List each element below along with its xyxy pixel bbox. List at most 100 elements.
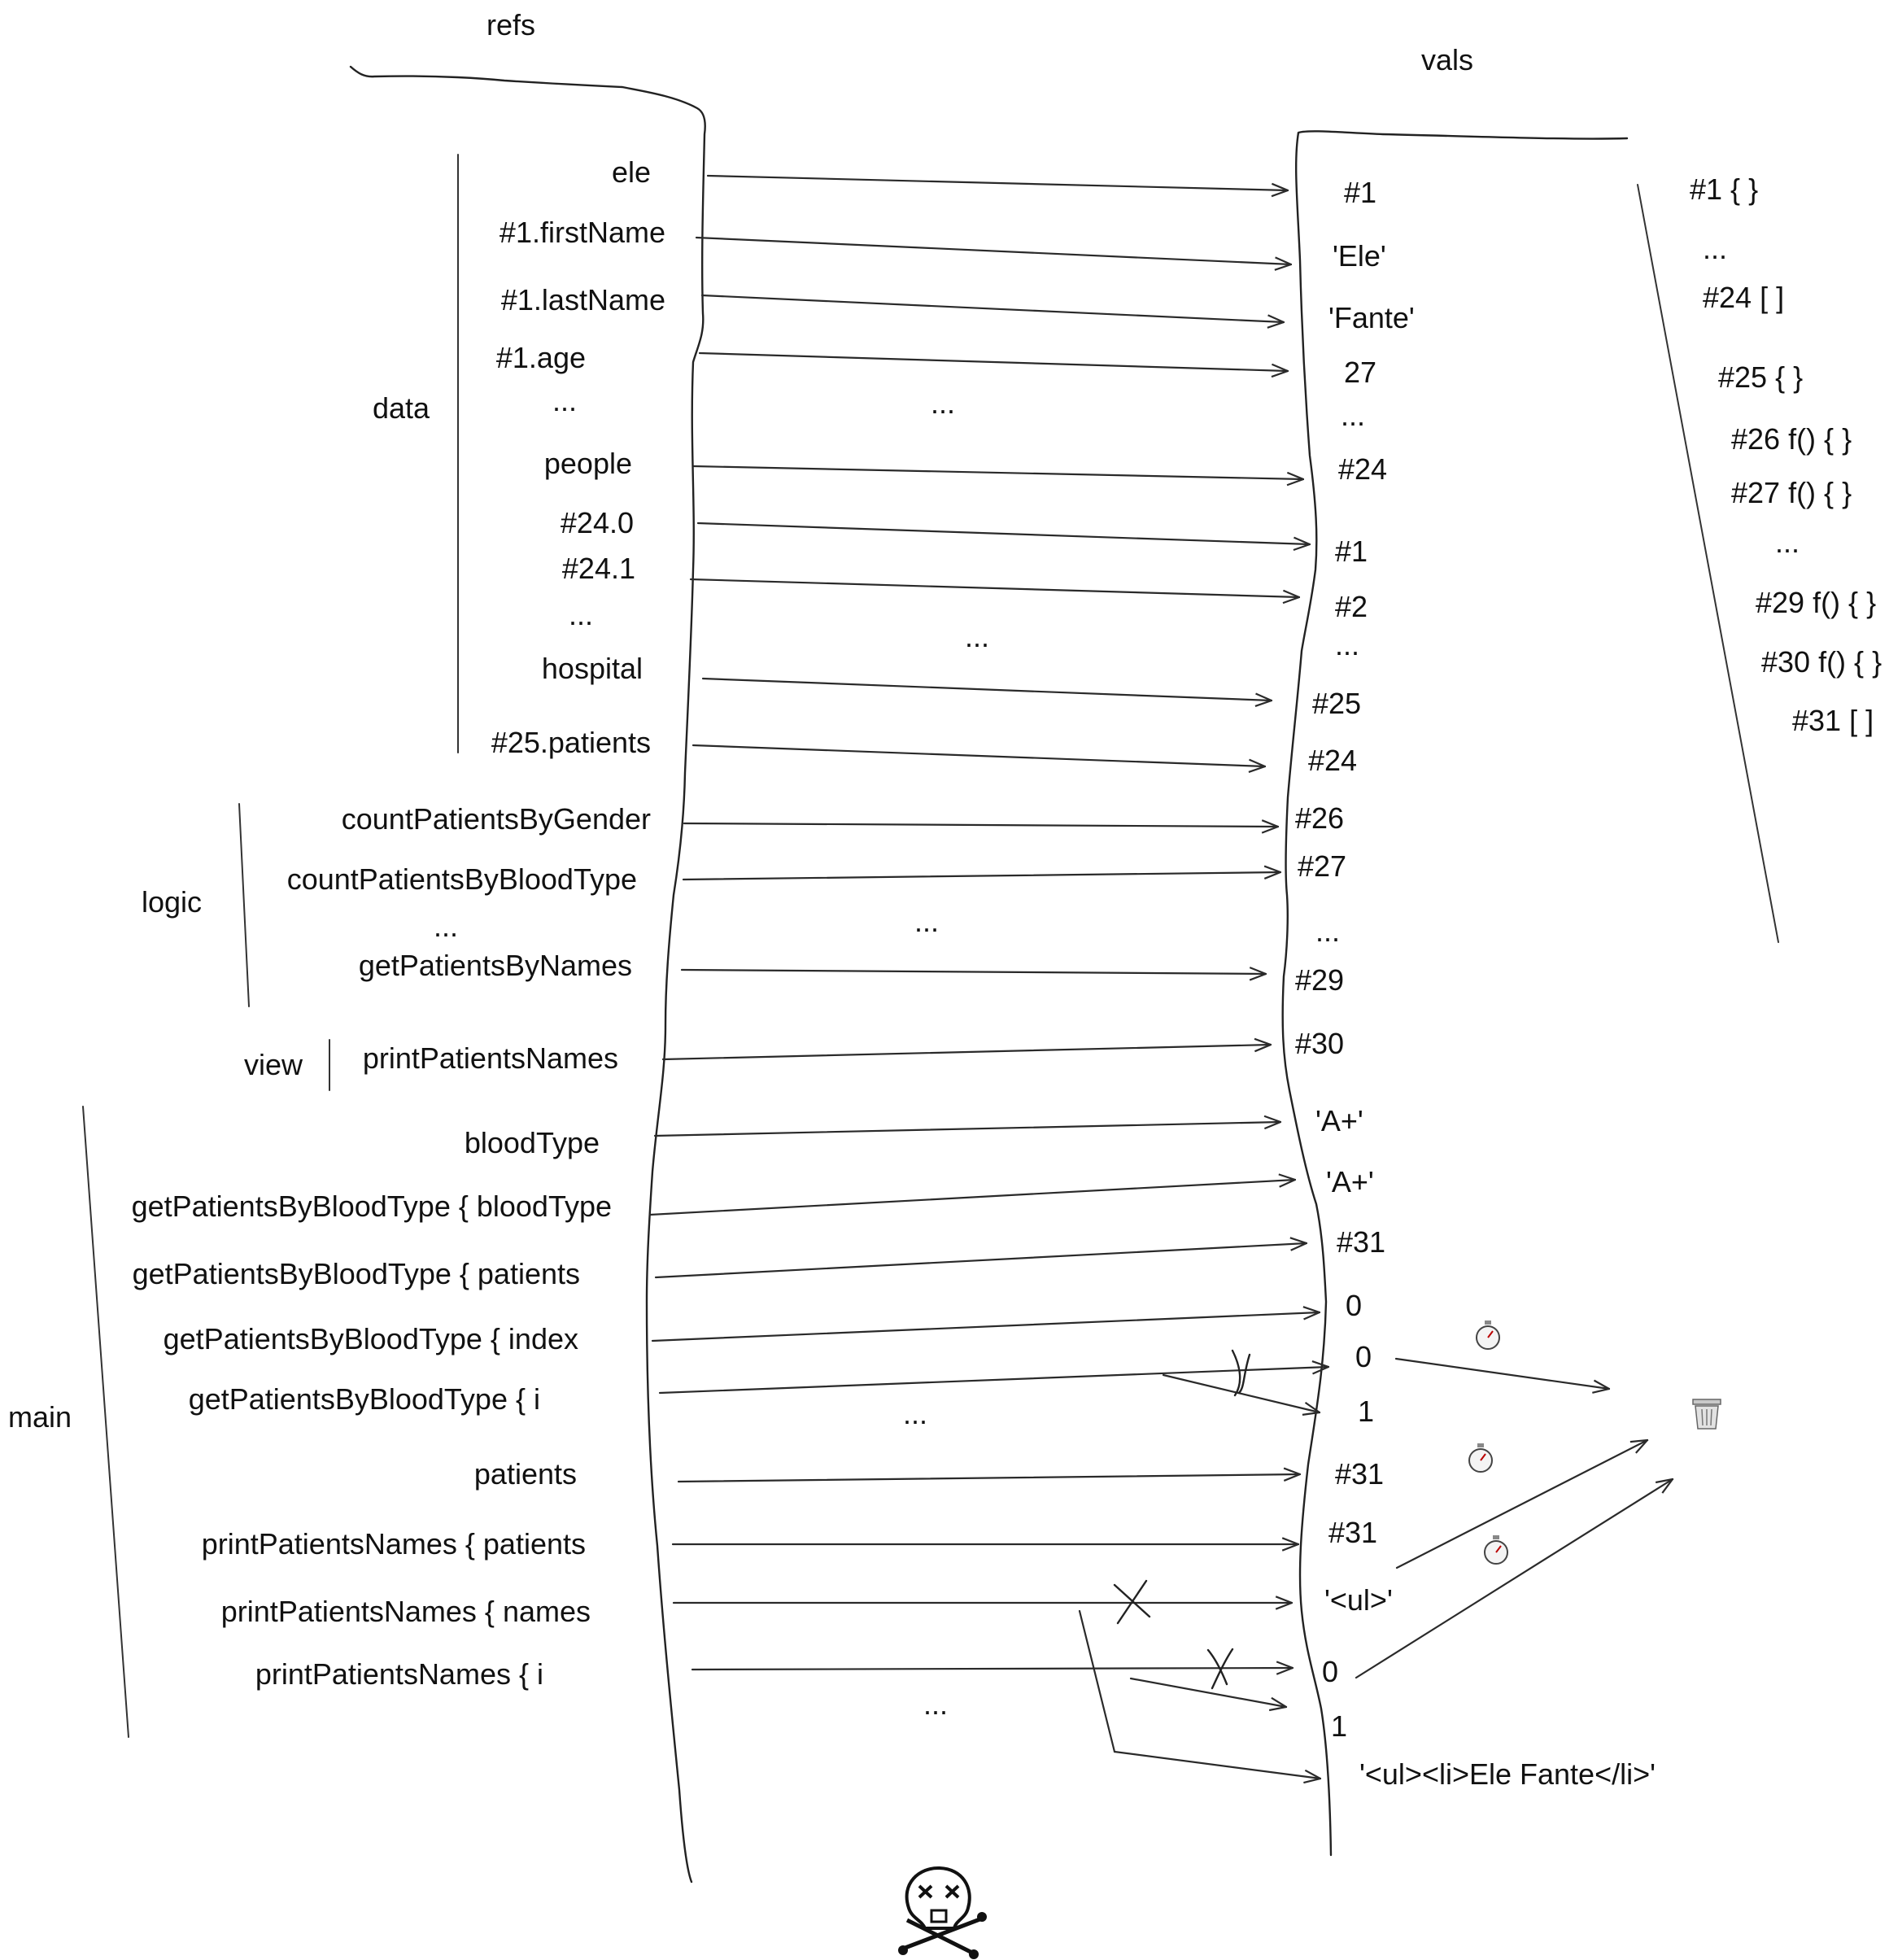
ref-label: ...: [552, 384, 577, 417]
ref-label: printPatientsNames: [363, 1041, 618, 1075]
value-label: 27: [1344, 356, 1376, 389]
heap-label: #25 { }: [1718, 360, 1803, 394]
value-label: #27: [1298, 849, 1346, 883]
value-label: #31: [1335, 1457, 1384, 1491]
heap-label: #30 f() { }: [1761, 645, 1882, 679]
value-label: 'A+': [1326, 1165, 1374, 1198]
cross-mark-printPatientsNames-i: [1206, 1648, 1234, 1690]
reference-arrow: [1355, 1479, 1673, 1679]
trash-can-icon: [1692, 1399, 1721, 1430]
group-label-data: data: [373, 391, 430, 425]
reference-arrow: [683, 823, 1278, 827]
heap-label: ...: [1703, 232, 1727, 265]
ref-label: printPatientsNames { i: [255, 1657, 543, 1691]
ref-label: #24.0: [561, 506, 634, 539]
value-label: #29: [1295, 963, 1344, 997]
reference-arrow: [692, 465, 1303, 479]
stopwatch-icon: [1484, 1535, 1508, 1565]
value-label: #31: [1328, 1516, 1377, 1549]
ellipsis-label: ...: [931, 386, 955, 420]
reference-arrow: [706, 174, 1288, 190]
reference-arrow: [680, 970, 1266, 974]
reference-arrow: [648, 1180, 1295, 1216]
heap-label: #27 f() { }: [1731, 476, 1852, 509]
ellipsis-label: ...: [903, 1397, 927, 1430]
heap-label: ...: [1775, 526, 1800, 559]
ref-label: getPatientsByNames: [359, 949, 632, 982]
ref-label: patients: [474, 1457, 577, 1491]
string-concat-connector: [1078, 1609, 1116, 1753]
ellipsis-label: ...: [914, 905, 939, 938]
value-label: #26: [1295, 801, 1344, 835]
value-label: 1: [1331, 1709, 1347, 1743]
reference-arrow: [701, 677, 1272, 701]
ref-label: ...: [434, 910, 458, 943]
reference-arrow: [691, 1668, 1293, 1670]
value-label: #2: [1335, 590, 1368, 623]
value-label: ...: [1315, 915, 1340, 948]
value-label: '<ul><li>Ele Fante</li>': [1359, 1757, 1656, 1791]
reference-arrow: [658, 1367, 1328, 1395]
ref-label: printPatientsNames { patients: [202, 1527, 586, 1561]
reference-arrow: [1162, 1373, 1320, 1412]
reference-arrow: [1129, 1677, 1286, 1707]
value-label: 0: [1346, 1289, 1362, 1322]
refs-column-boundary: [349, 65, 706, 1884]
value-label: ...: [1335, 628, 1359, 661]
ref-label: #1.age: [496, 341, 586, 374]
ref-label: countPatientsByGender: [342, 802, 651, 836]
reference-arrow: [651, 1312, 1320, 1342]
reference-arrow: [689, 578, 1299, 597]
value-label: #1: [1335, 535, 1368, 568]
ref-label: getPatientsByBloodType { bloodType: [132, 1190, 612, 1223]
reference-arrow: [654, 1243, 1307, 1279]
ref-label: getPatientsByBloodType { index: [164, 1322, 578, 1355]
ref-labels: ele#1.firstName#1.lastName#1.age...peopl…: [132, 155, 665, 1691]
value-label: #24: [1338, 452, 1387, 486]
ref-label: ...: [569, 598, 593, 631]
heap-label: #26 f() { }: [1731, 422, 1852, 456]
skull-crossbones-icon: [898, 1866, 987, 1959]
cross-mark-getPatientsByBloodType-i: [1231, 1349, 1251, 1397]
value-label: ...: [1341, 399, 1365, 432]
value-label: #25: [1312, 687, 1361, 720]
heap-label: #1 { }: [1690, 172, 1758, 206]
heap-label: #31 [ ]: [1792, 704, 1874, 737]
heap-label: #29 f() { }: [1756, 586, 1876, 619]
refs-header: refs: [486, 8, 535, 41]
ref-label: getPatientsByBloodType { patients: [133, 1257, 580, 1290]
heap-labels: #1 { }... #24 [ ] #25 { } #26 f() { } #27 f(…: [1690, 172, 1882, 737]
ref-label: #24.1: [562, 552, 635, 585]
value-label: 'A+': [1315, 1104, 1363, 1137]
ref-label: #1.firstName: [500, 216, 665, 249]
reference-arrow: [653, 1122, 1280, 1137]
ref-label: ele: [612, 155, 651, 189]
value-label: #31: [1337, 1225, 1385, 1259]
group-label-view: view: [244, 1048, 303, 1081]
stopwatch-icon: [1476, 1320, 1500, 1350]
heap-label: #24 [ ]: [1703, 281, 1784, 314]
group-label-logic: logic: [142, 885, 202, 919]
logic-group-bracket: [238, 803, 250, 1007]
reference-arrow: [695, 236, 1291, 264]
vals-column-boundary: [1281, 130, 1629, 1857]
value-label: #24: [1308, 744, 1357, 777]
ref-label: bloodType: [465, 1126, 600, 1159]
reference-arrow: [677, 1474, 1300, 1483]
value-labels: #1'Ele''Fante'27...#24#1#2...#25#24#26#2…: [1295, 176, 1656, 1791]
group-label-main: main: [8, 1400, 72, 1434]
ref-label: printPatientsNames { names: [221, 1595, 591, 1628]
value-label: 0: [1355, 1340, 1372, 1373]
value-label: 0: [1322, 1655, 1338, 1688]
value-label: '<ul>': [1324, 1583, 1393, 1617]
heap-bracket: [1637, 184, 1779, 943]
reference-arrow: [700, 294, 1284, 322]
ref-label: getPatientsByBloodType { i: [189, 1382, 540, 1416]
ref-label: hospital: [542, 652, 643, 685]
value-label: #30: [1295, 1027, 1344, 1060]
value-label: 'Fante': [1328, 301, 1415, 334]
value-label: #1: [1344, 176, 1376, 209]
reference-arrow: [691, 744, 1265, 766]
ellipsis-label: ...: [923, 1687, 948, 1721]
